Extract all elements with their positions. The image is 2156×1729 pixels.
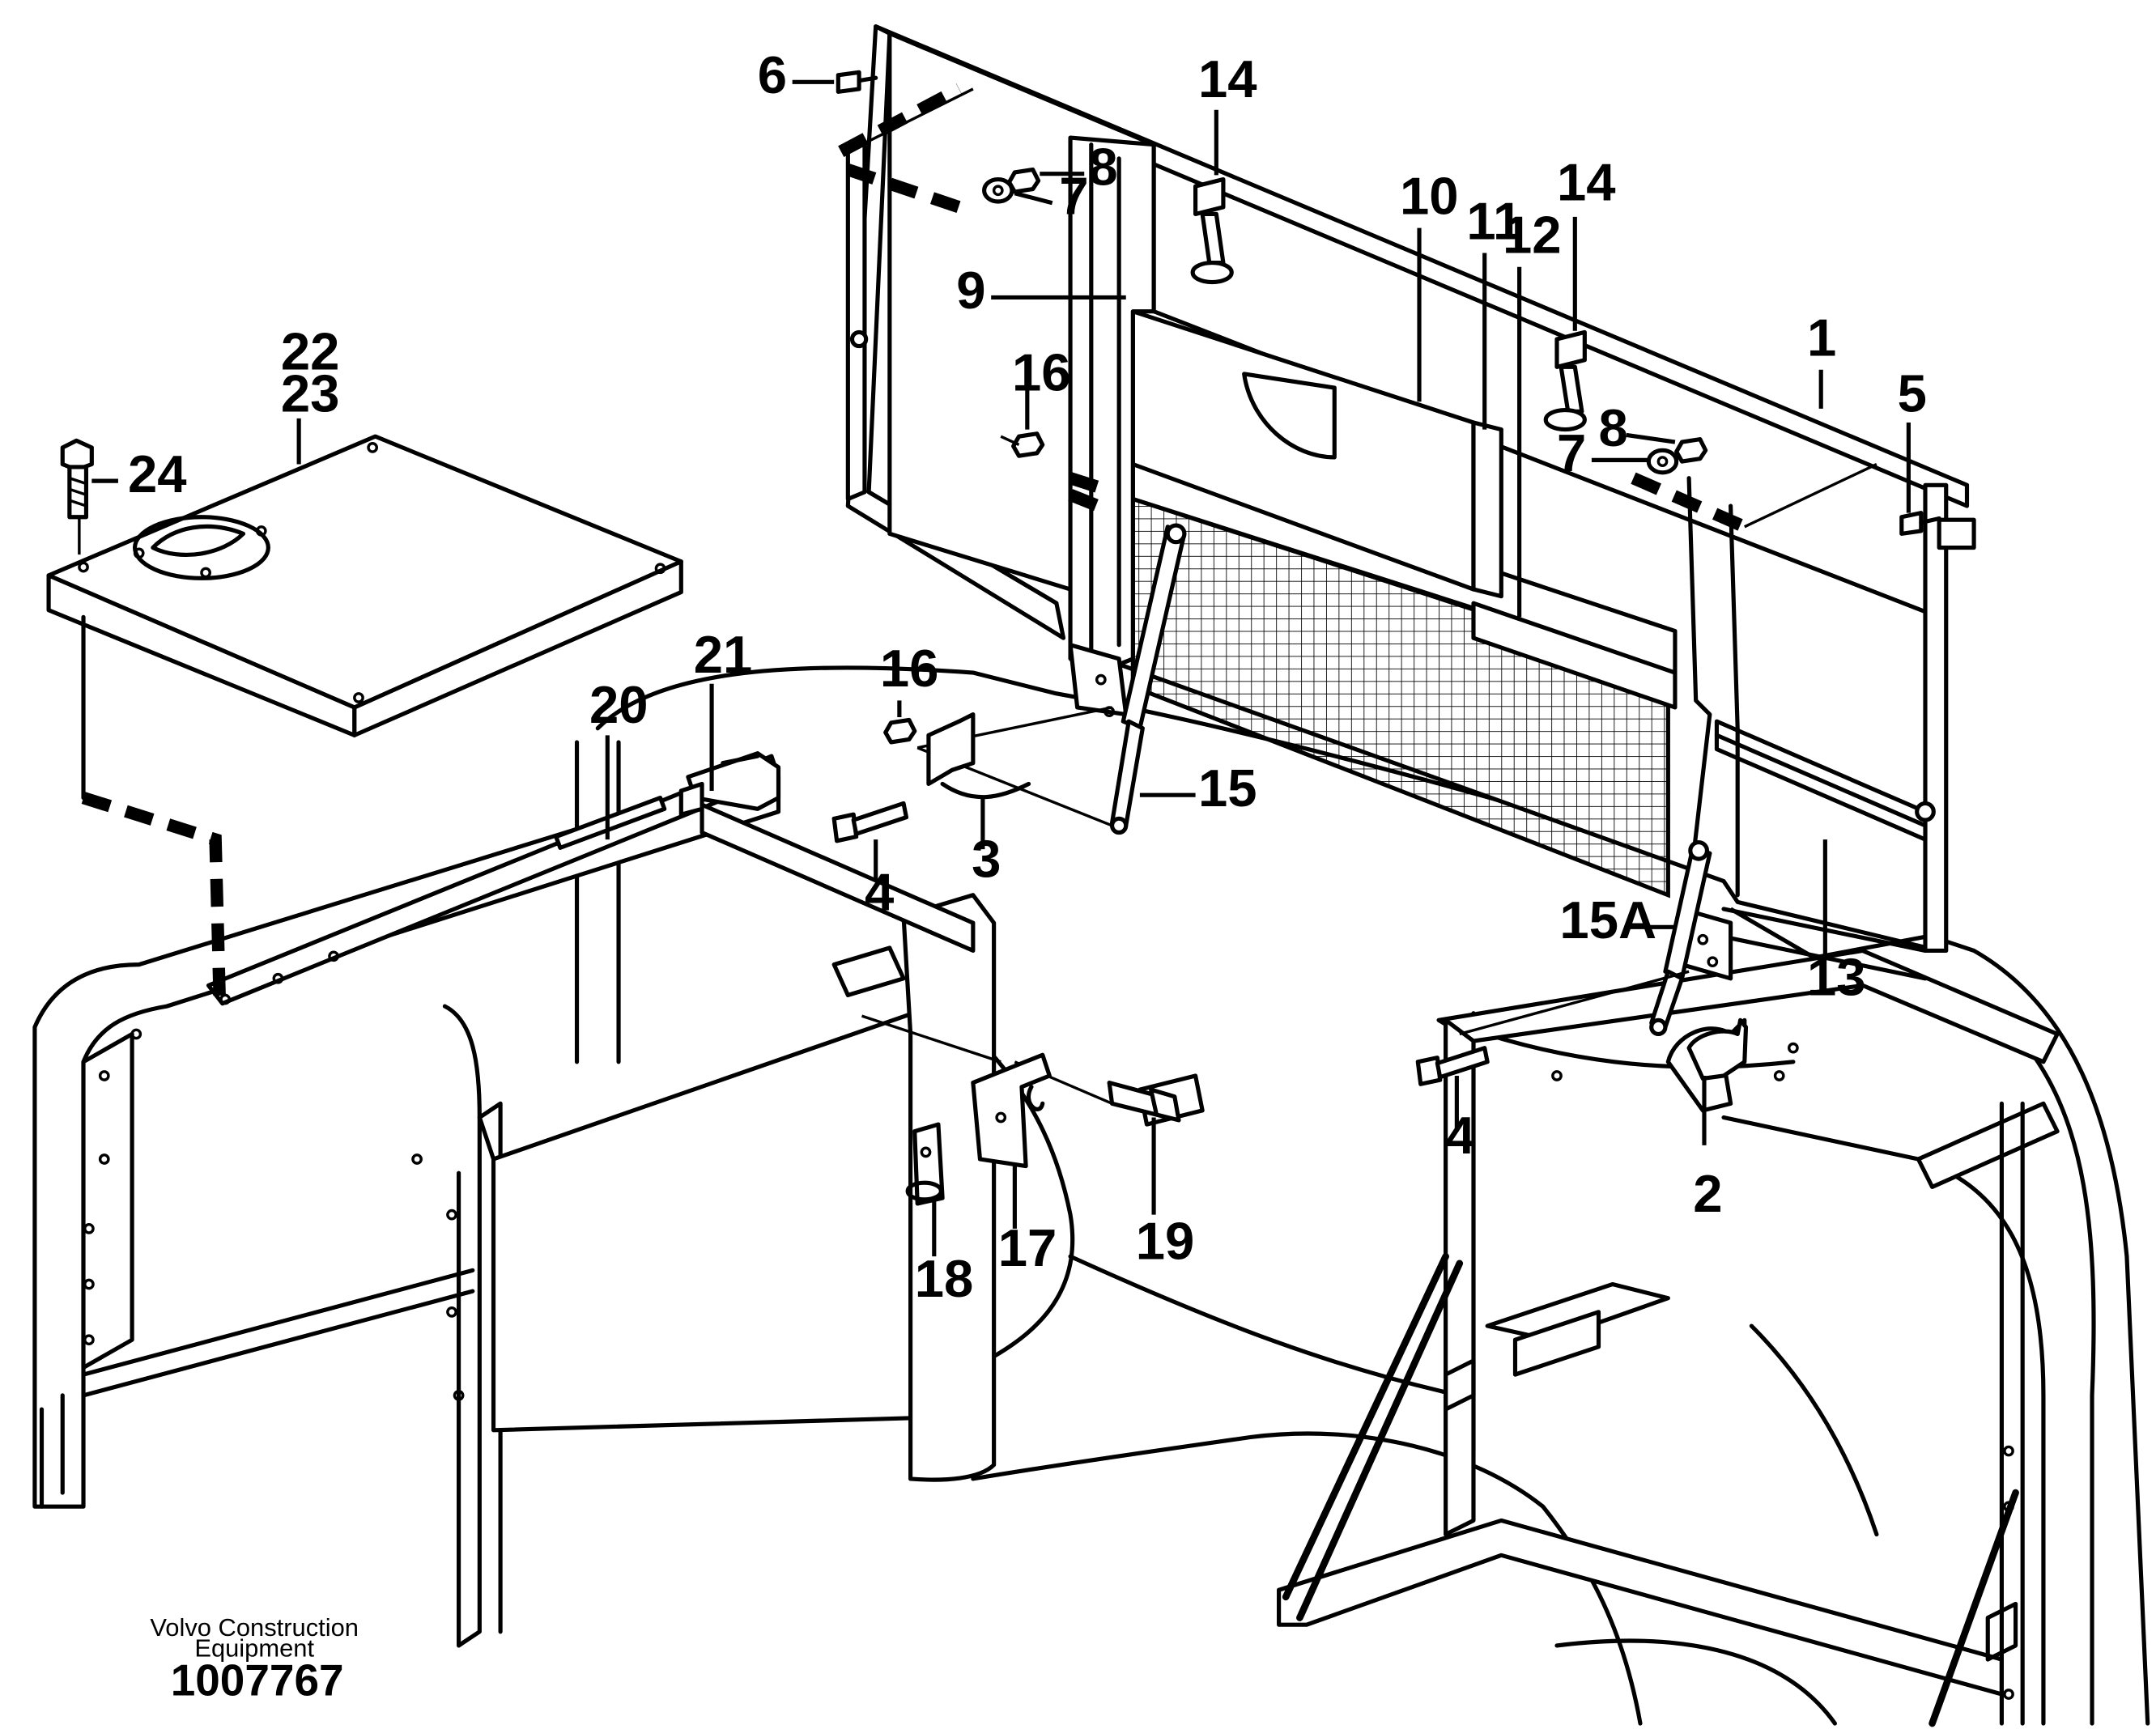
bolt-6 bbox=[836, 70, 878, 94]
callout-7b: 7 bbox=[1557, 423, 1586, 482]
callout-8b: 8 bbox=[1599, 398, 1628, 457]
frame-holes bbox=[83, 950, 465, 1401]
callout-11: 11 bbox=[1466, 191, 1522, 250]
bolt-5 bbox=[1899, 511, 1941, 536]
callout-1: 1 bbox=[1807, 308, 1836, 367]
callout-14b: 14 bbox=[1557, 152, 1616, 211]
callout-2: 2 bbox=[1693, 1164, 1722, 1223]
credit-line-1: Volvo Construction bbox=[150, 1613, 359, 1642]
lid-22-23 bbox=[46, 434, 683, 801]
callout-4b: 4 bbox=[1446, 1106, 1475, 1165]
bracket-2 bbox=[1686, 1017, 1749, 1081]
bracket-18 bbox=[905, 1122, 945, 1206]
washer-nut-7-8-left bbox=[982, 167, 1041, 204]
callout-15A: 15A bbox=[1559, 890, 1656, 949]
latch-left bbox=[1190, 176, 1234, 285]
bolt-19 bbox=[1107, 1080, 1181, 1123]
callout-10: 10 bbox=[1400, 166, 1459, 225]
bolt-4-left bbox=[831, 801, 909, 843]
callout-16b: 16 bbox=[880, 639, 939, 698]
callout-23: 23 bbox=[281, 363, 340, 423]
rail-20-21 bbox=[554, 751, 781, 850]
callout-22: 22 bbox=[281, 322, 340, 381]
left-frame bbox=[32, 754, 997, 1648]
callout-19: 19 bbox=[1136, 1212, 1195, 1271]
credit-line-2: Equipment bbox=[194, 1634, 314, 1663]
gas-strut-15 bbox=[1109, 523, 1187, 835]
bolt-4-right bbox=[1415, 1046, 1490, 1086]
gas-strut-15A bbox=[1649, 839, 1712, 1037]
callout-14a: 14 bbox=[1198, 49, 1257, 108]
callout-20: 20 bbox=[589, 675, 649, 734]
machine-body bbox=[574, 665, 2150, 1726]
callout-labels: 1 2 3 4 4 5 6 7 7 8 8 9 10 11 12 13 14 1… bbox=[128, 45, 1927, 1308]
callout-16a: 16 bbox=[1012, 343, 1071, 402]
callout-24: 24 bbox=[128, 444, 187, 503]
callout-18: 18 bbox=[915, 1249, 974, 1308]
callout-5: 5 bbox=[1898, 363, 1927, 423]
washer-nut-7-8-right bbox=[1646, 437, 1708, 475]
callout-4a: 4 bbox=[865, 863, 894, 922]
latch-right bbox=[1543, 329, 1587, 432]
callout-12: 12 bbox=[1503, 206, 1562, 265]
callout-21: 21 bbox=[694, 625, 753, 684]
callout-7a: 7 bbox=[1059, 166, 1088, 225]
drawing-credit: Volvo Construction Equipment 1007767 bbox=[150, 1613, 359, 1706]
callout-3: 3 bbox=[972, 829, 1001, 888]
bracket-17 bbox=[971, 1052, 1052, 1169]
bolt-24 bbox=[60, 438, 94, 555]
callout-17: 17 bbox=[998, 1218, 1057, 1277]
callout-13: 13 bbox=[1807, 947, 1866, 1006]
leader-lines bbox=[91, 79, 1926, 1257]
callout-8a: 8 bbox=[1088, 137, 1117, 196]
callout-15: 15 bbox=[1198, 758, 1257, 818]
bracket-3 bbox=[926, 712, 1031, 800]
nut-16-lower bbox=[883, 717, 917, 745]
right-frame bbox=[1277, 948, 2060, 1727]
callout-6: 6 bbox=[758, 45, 787, 104]
drawing-number: 1007767 bbox=[171, 1655, 344, 1706]
callout-9: 9 bbox=[956, 261, 985, 320]
nut-16-upper bbox=[1000, 431, 1045, 458]
assembly-lines bbox=[81, 83, 1877, 1105]
